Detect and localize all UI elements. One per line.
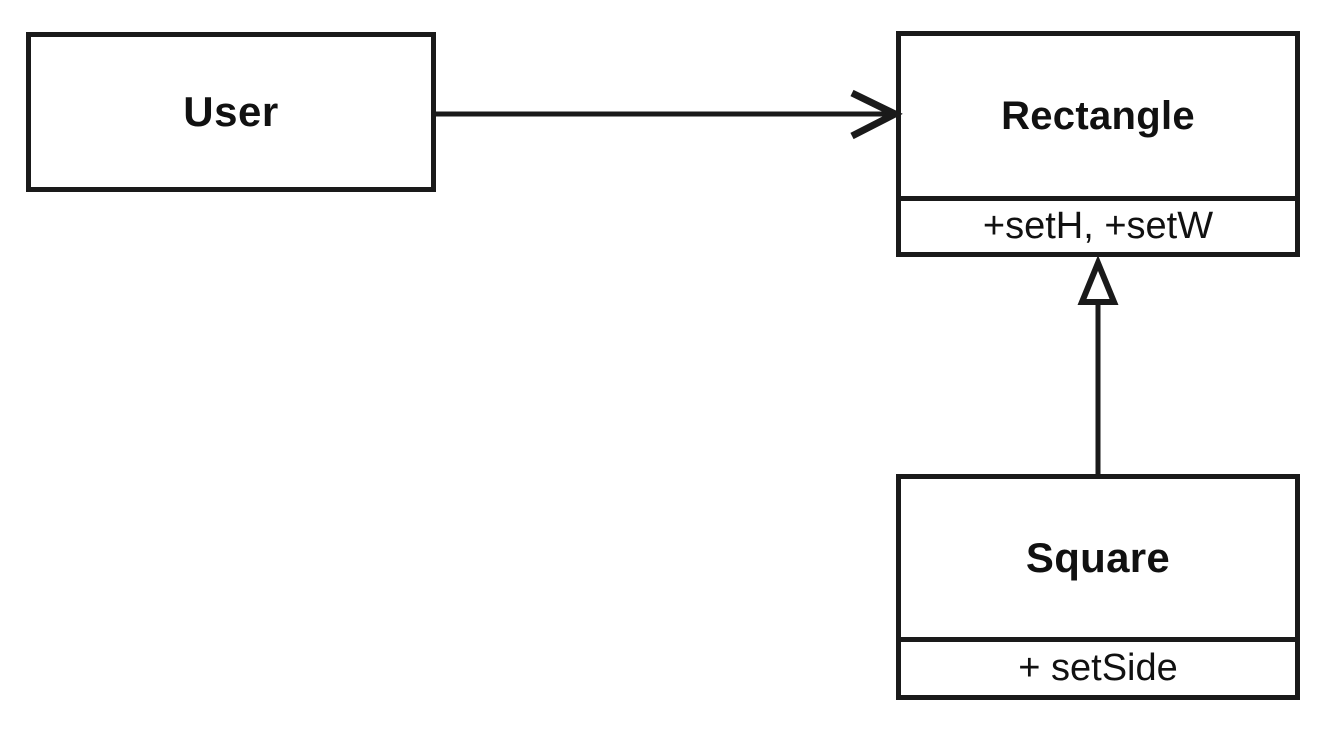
class-members-rectangle: +setH, +setW [901,196,1295,252]
hollow-triangle-icon [1077,255,1119,305]
edge-square-to-rectangle[interactable] [1077,255,1119,476]
class-name-rectangle: Rectangle [1001,93,1195,138]
class-name-user: User [183,88,279,135]
class-box-user[interactable]: User [26,32,436,192]
class-name-square: Square [1025,534,1171,581]
open-arrow-icon [850,89,903,140]
class-members-square: + setSide [901,637,1295,695]
class-box-rectangle[interactable]: Rectangle +setH, +setW [896,31,1300,257]
class-box-square[interactable]: Square + setSide [896,474,1300,700]
edge-user-to-rectangle[interactable] [433,89,903,140]
